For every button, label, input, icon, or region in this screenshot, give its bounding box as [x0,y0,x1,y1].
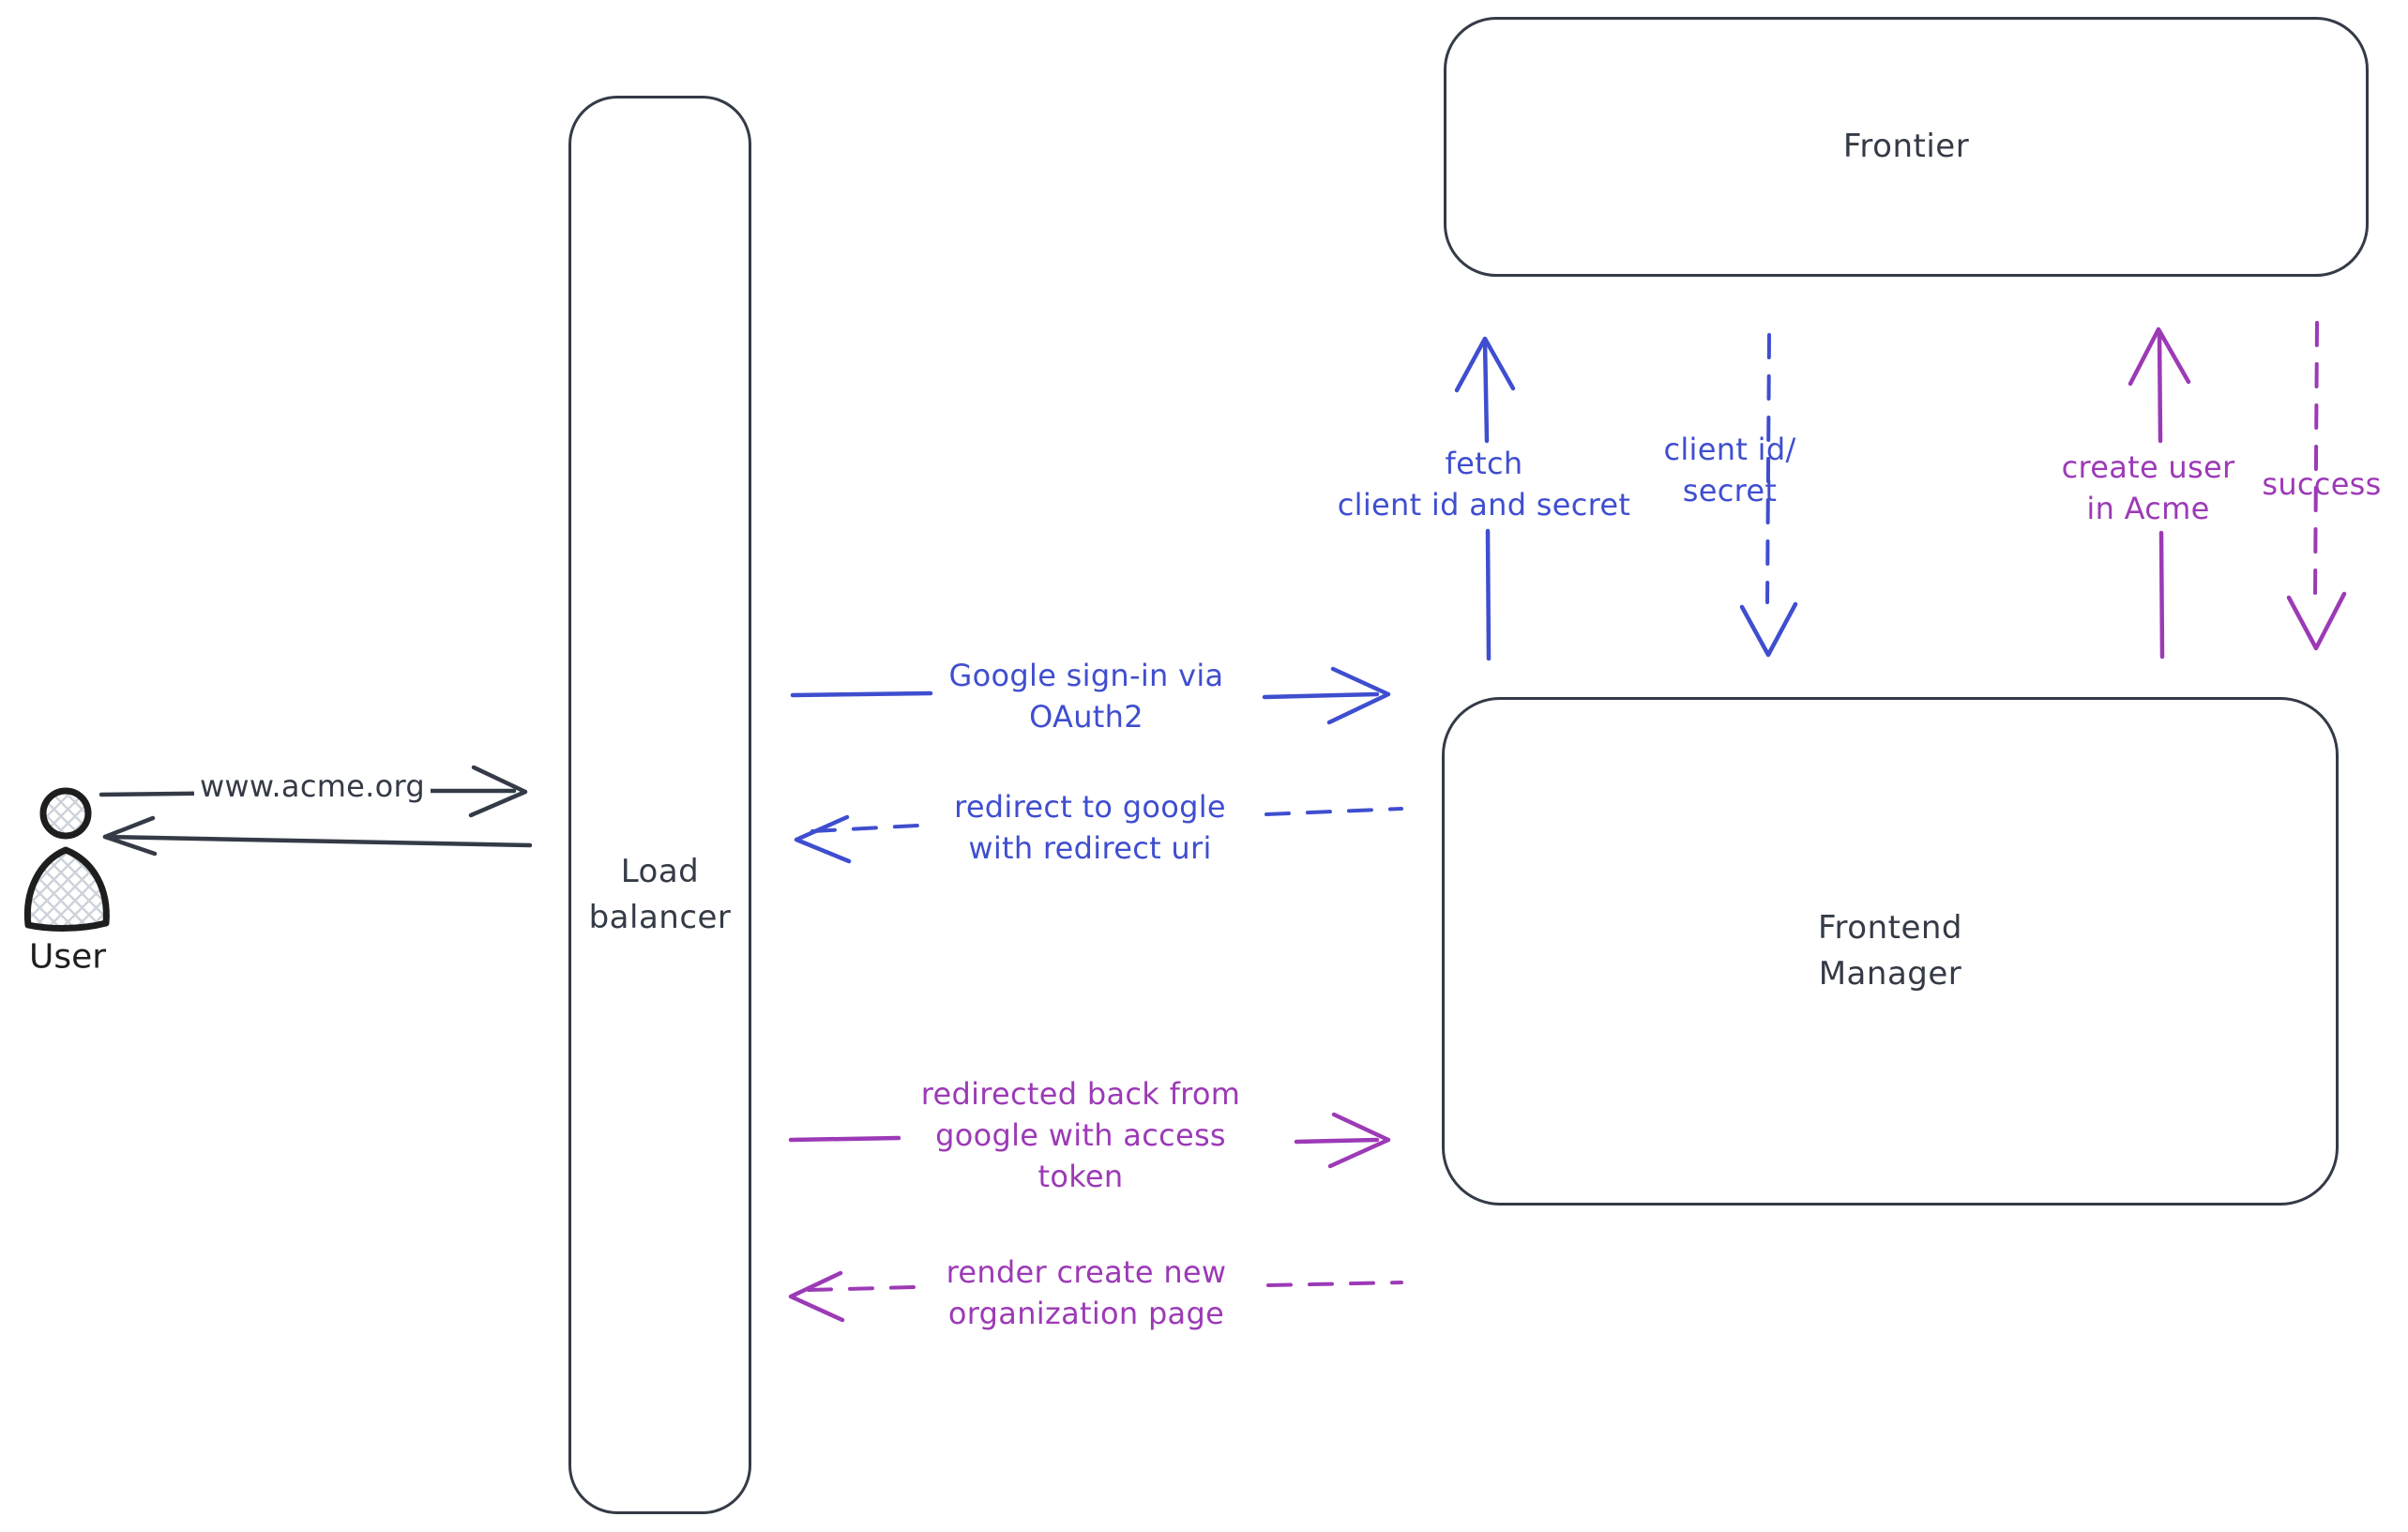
edge-label-fetch-client: fetch client id and secret [1337,445,1631,523]
frontend-manager-label: Frontend Manager [1817,908,1963,993]
user-icon [23,787,110,932]
node-frontend-manager: Frontend Manager [1442,697,2339,1206]
edge-label-client-id-secret: client id/ secret [1663,431,1796,508]
edge-label-www-acme: www.acme.org [193,765,432,808]
node-frontier: Frontier [1444,17,2369,277]
arrow-render-create-org [788,1270,1403,1323]
arrow-return-to-user [102,815,533,857]
arrow-redirect-to-google [794,807,1403,864]
edge-label-success: success [2262,465,2382,502]
load-balancer-label: Load balancer [588,853,732,937]
node-load-balancer: Load balancer [568,96,751,1514]
user-label: User [28,937,107,977]
edge-label-redirected-back: redirected back from google with access … [920,1075,1241,1195]
edge-label-render-create-org: render create new organization page [946,1253,1227,1331]
arrow-client-id-secret [1739,333,1798,658]
edge-label-google-signin: Google sign-in via OAuth2 [948,657,1224,735]
frontier-label: Frontier [1842,127,1970,165]
arrow-google-signin [790,666,1391,725]
arrow-create-user [2128,326,2191,660]
arrow-success [2286,321,2347,651]
edge-label-create-user: create user in Acme [2061,448,2235,526]
arrow-redirected-back [788,1112,1391,1169]
arrow-fetch-client [1454,336,1516,661]
edge-label-redirect-to-google: redirect to google with redirect uri [954,788,1226,866]
